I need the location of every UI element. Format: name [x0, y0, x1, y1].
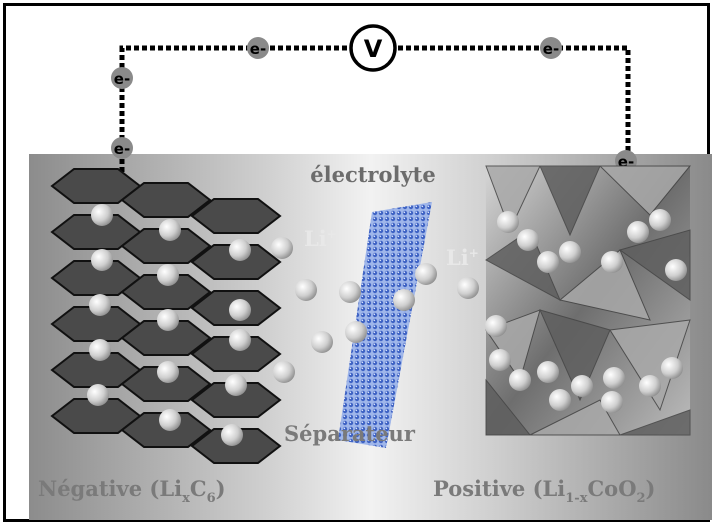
voltmeter-icon: V — [349, 24, 397, 72]
separator-label: Séparateur — [284, 421, 416, 446]
graphene-sheet — [120, 366, 212, 402]
svg-text:e-: e- — [114, 70, 130, 88]
lithium-ion — [157, 309, 179, 331]
lithium-ion — [221, 424, 243, 446]
lithium-ion — [295, 279, 317, 301]
positive-electrode-label: Positive (Li1-xCoO2) — [433, 476, 655, 506]
graphene-sheet — [190, 382, 282, 418]
lithium-ion — [339, 281, 361, 303]
voltmeter-label: V — [364, 35, 383, 63]
svg-text:e-: e- — [543, 40, 559, 58]
lithium-ion — [627, 221, 649, 243]
graphite-anode — [50, 168, 282, 464]
negative-electrode-label: Négative (LixC6) — [38, 476, 226, 506]
lithium-ion — [601, 391, 623, 413]
lithium-ion — [537, 361, 559, 383]
lithium-ion — [571, 375, 593, 397]
lithium-ion — [601, 251, 623, 273]
electron-top-right: e- — [540, 37, 562, 59]
lithium-ions — [87, 204, 687, 446]
lithium-ion — [87, 384, 109, 406]
svg-text:e-: e- — [114, 140, 130, 158]
graphene-sheet — [120, 320, 212, 356]
lithium-ion — [157, 264, 179, 286]
lithium-ion — [273, 361, 295, 383]
lithium-ion — [229, 239, 251, 261]
lithium-ion — [271, 237, 293, 259]
lithium-ion — [665, 259, 687, 281]
lithium-ion — [509, 369, 531, 391]
graphene-sheet — [120, 228, 212, 264]
lithium-ion — [89, 339, 111, 361]
lithium-ion — [157, 361, 179, 383]
lithium-ion — [159, 409, 181, 431]
lithium-ion — [89, 294, 111, 316]
lithium-ion — [159, 219, 181, 241]
electron-left-lower: e- — [111, 137, 133, 159]
lithium-ion — [225, 374, 247, 396]
lithium-ion — [537, 251, 559, 273]
lithium-ion — [639, 375, 661, 397]
graphene-sheet — [120, 274, 212, 310]
lithium-ion — [649, 209, 671, 231]
graphene-sheet — [120, 182, 212, 218]
lithium-ion — [497, 211, 519, 233]
lithium-ion — [489, 349, 511, 371]
separator-membrane — [338, 202, 432, 448]
lithium-ion — [559, 241, 581, 263]
lithium-ion — [311, 331, 333, 353]
external-circuit-wire — [119, 45, 631, 172]
li-ion-label-right: Li+ — [446, 245, 479, 270]
li-ion-label-left: Li+ — [304, 226, 337, 251]
electrolyte-label: électrolyte — [310, 162, 436, 187]
electron-top-left: e- — [247, 37, 269, 59]
lithium-ion — [91, 204, 113, 226]
lithium-ion — [91, 249, 113, 271]
lithium-ion — [457, 277, 479, 299]
lithium-ion — [517, 229, 539, 251]
lithium-ion — [393, 289, 415, 311]
lithium-ion — [415, 263, 437, 285]
lithium-ion — [603, 367, 625, 389]
lithium-ion — [661, 357, 683, 379]
graphene-sheet — [190, 428, 282, 464]
graphene-sheet — [190, 244, 282, 280]
lithium-ion — [549, 389, 571, 411]
lithium-ion — [229, 329, 251, 351]
svg-text:e-: e- — [250, 40, 266, 58]
graphene-sheet — [190, 198, 282, 234]
lithium-ion — [345, 321, 367, 343]
electron-markers: e- e- e- e- e- — [111, 37, 637, 172]
lithium-ion — [485, 315, 507, 337]
graphene-sheet — [190, 336, 282, 372]
lithium-ion — [229, 299, 251, 321]
electron-left-upper: e- — [111, 67, 133, 89]
